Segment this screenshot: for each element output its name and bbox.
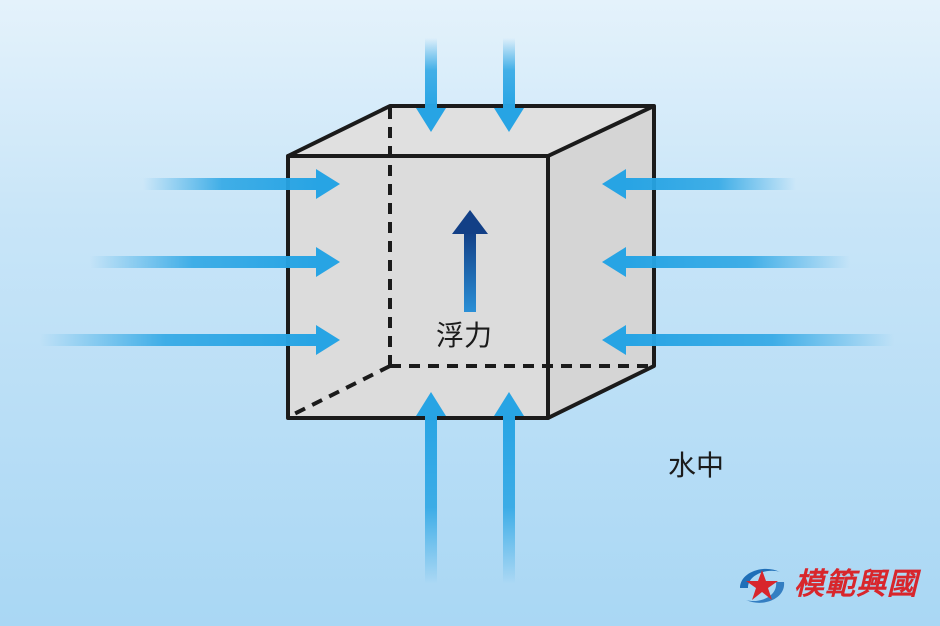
star-swirl-logo-icon [740, 568, 785, 603]
left-pressure-arrow [143, 169, 340, 199]
bottom-pressure-arrow [416, 392, 446, 584]
logo: 模範興國 [734, 560, 924, 610]
cube-hidden-edges [289, 108, 654, 418]
left-pressure-arrow [40, 325, 340, 355]
right-pressure-arrow [602, 247, 850, 277]
right-pressure-arrow [602, 325, 894, 355]
left-pressure-arrow [90, 247, 340, 277]
cube-visible-edges [286, 104, 656, 420]
cube-top-face [288, 106, 654, 156]
logo-text: 模範興國 [794, 567, 918, 602]
cube-front-face [288, 156, 548, 418]
bottom-pressure-arrow [494, 392, 524, 584]
right-pressure-arrow [602, 169, 796, 199]
buoyancy-arrow [452, 210, 488, 312]
buoyancy-label: 浮力 [436, 319, 493, 352]
top-pressure-arrow [416, 38, 446, 132]
water-label: 水中 [668, 449, 725, 482]
top-pressure-arrow [494, 38, 524, 132]
